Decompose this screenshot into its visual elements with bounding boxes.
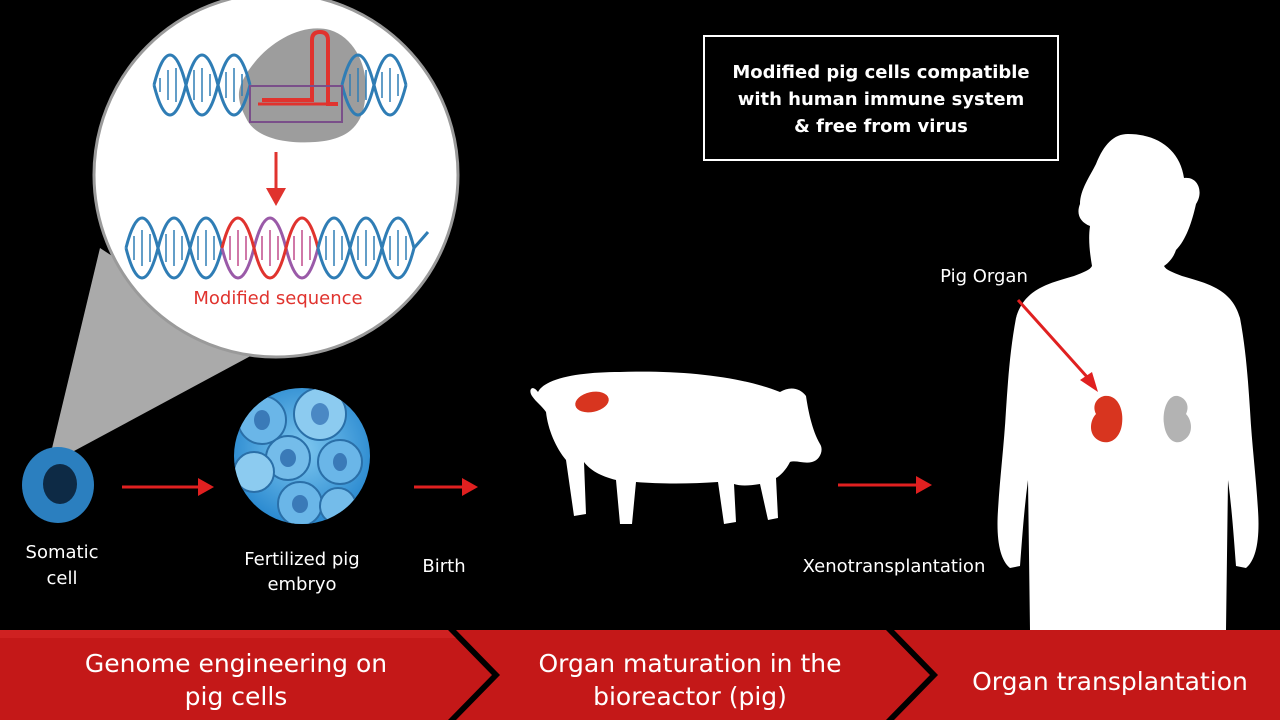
- human-icon: [997, 134, 1259, 630]
- modified-sequence-label: Modified sequence: [193, 288, 362, 309]
- dna-strand-modified-icon: [124, 216, 430, 280]
- pig-organ-kidney-icon: [575, 391, 609, 413]
- somatic-cell-label-2: cell: [47, 568, 78, 589]
- stage-2-label-1: Organ maturation in the: [538, 649, 841, 678]
- info-box: Modified pig cells compatible with human…: [703, 35, 1059, 161]
- stage-2-label-2: bioreactor (pig): [593, 682, 787, 711]
- arrow-right-icon: [122, 478, 214, 496]
- info-box-line-1: Modified pig cells compatible: [732, 62, 1029, 83]
- info-box-line-3: & free from virus: [794, 116, 968, 137]
- stage-1-label-2: pig cells: [185, 682, 288, 711]
- somatic-cell-icon: [22, 447, 94, 523]
- stage-1-label-1: Genome engineering on: [85, 649, 387, 678]
- human-kidney-right-icon: [1091, 395, 1123, 443]
- arrow-right-icon: [838, 476, 932, 494]
- magnifier-circle: Modified sequence: [92, 0, 460, 359]
- birth-label: Birth: [422, 556, 465, 577]
- pig-organ-label: Pig Organ: [940, 266, 1028, 287]
- stage-banner-2: Organ maturation in the bioreactor (pig): [456, 630, 930, 720]
- xenotransplantation-label: Xenotransplantation: [803, 556, 986, 577]
- embryo-label-2: embryo: [267, 574, 336, 595]
- stage-banner-1: Genome engineering on pig cells: [0, 630, 492, 720]
- dna-strand-top-icon: [152, 53, 408, 123]
- down-arrow-icon: [266, 152, 286, 206]
- guide-rna-icon: [262, 29, 338, 106]
- embryo-icon: [234, 388, 370, 524]
- embryo-label-1: Fertilized pig: [244, 549, 359, 570]
- stage-banner-3: Organ transplantation: [894, 630, 1280, 720]
- info-box-line-2: with human immune system: [738, 89, 1025, 110]
- magnifier-cone: [48, 248, 258, 465]
- somatic-cell-label-1: Somatic: [26, 542, 99, 563]
- pointer-arrow-icon: [1016, 298, 1098, 392]
- pig-icon: [530, 371, 822, 524]
- human-kidney-left-icon: [1163, 395, 1191, 443]
- stage-3-label: Organ transplantation: [972, 667, 1248, 696]
- arrow-right-icon: [414, 478, 478, 496]
